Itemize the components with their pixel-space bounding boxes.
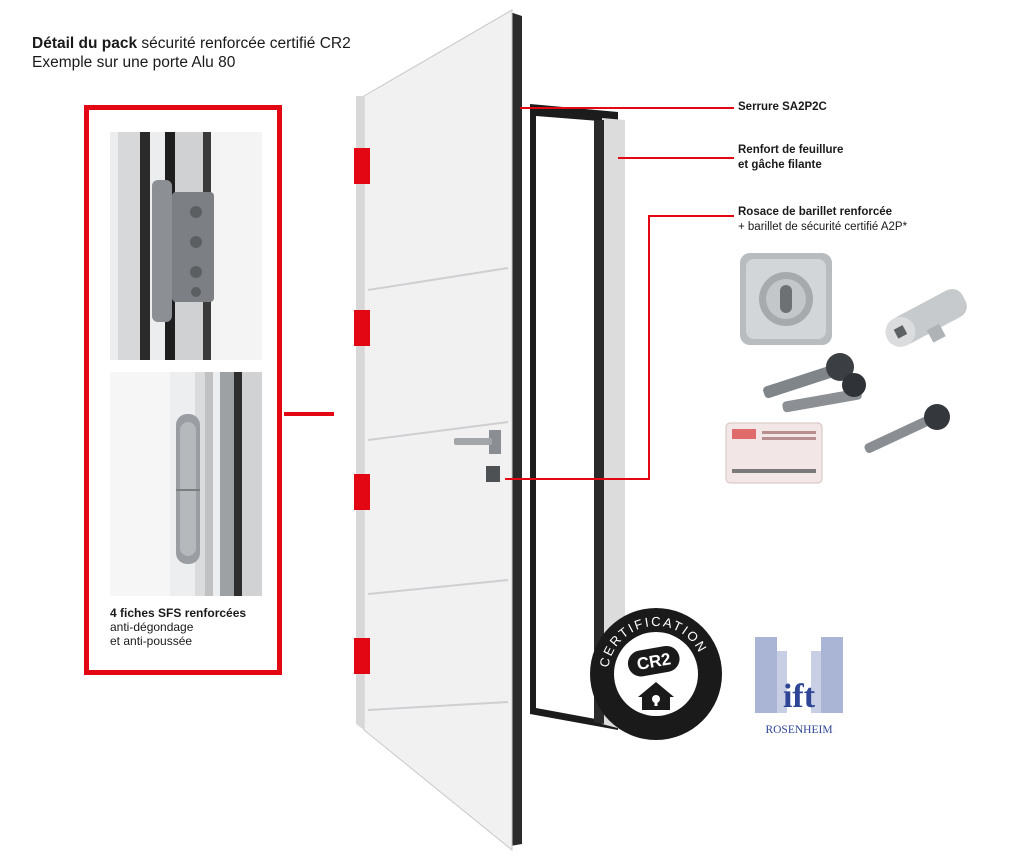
page-title: Détail du pack sécurité renforcée certif…: [32, 34, 351, 53]
hinge-marker-1: [354, 148, 370, 184]
hinge-marker-3: [354, 474, 370, 510]
hinge-bottom-illustration: [110, 372, 262, 596]
door-edge: [510, 12, 522, 846]
callout-rosette-title: Rosace de barillet renforcée: [738, 206, 893, 218]
door-frame-jamb: [602, 118, 625, 730]
hinge-photo-bottom: [110, 372, 262, 596]
hinge-caption-line3: et anti-poussée: [110, 634, 193, 648]
callout-rebate: Renfort de feuillure et gâche filante: [738, 143, 843, 173]
house-lock-icon: [638, 682, 674, 710]
door-cylinder-rose: [486, 466, 500, 482]
callout-rosette: Rosace de barillet renforcée + barillet …: [738, 205, 907, 235]
callout-rebate-line1: Renfort de feuillure: [738, 144, 844, 156]
ift-logo-city: ROSENHEIM: [765, 724, 832, 736]
security-kit-illustration: [725, 253, 967, 484]
door-handle-lever: [454, 438, 492, 445]
cylinder-icon: [885, 289, 967, 347]
hinge-detail-frame: [84, 105, 282, 675]
title-rest: sécurité renforcée certifié CR2: [141, 35, 351, 52]
hinge-caption-title: 4 fiches SFS renforcées: [110, 606, 247, 620]
title-bold: Détail du pack: [32, 35, 138, 52]
callout-line-rosette-v: [648, 215, 650, 479]
hinge-caption: 4 fiches SFS renforcées anti-dégondage e…: [110, 606, 246, 648]
ift-logo-text: ift: [783, 678, 816, 715]
callout-lock-label: Serrure SA2P2C: [738, 101, 827, 113]
callout-line-rosette-h1: [650, 215, 734, 217]
ift-logo-graphic: ift ROSENHEIM: [755, 637, 843, 741]
hinge-photo-top: [110, 132, 262, 360]
rosette-icon: [740, 253, 832, 345]
hinge-marker-2: [354, 310, 370, 346]
ift-rosenheim-logo: ift ROSENHEIM: [755, 637, 843, 741]
callout-lock: Serrure SA2P2C: [738, 100, 827, 115]
door-handle-rose: [489, 430, 501, 454]
cr2-certification-badge: CERTIFICATION CR2: [590, 608, 722, 740]
callout-line-lock: [520, 107, 734, 109]
page-subtitle: Exemple sur une porte Alu 80: [32, 54, 236, 71]
page-header: Détail du pack sécurité renforcée certif…: [32, 34, 351, 72]
door-illustration: [354, 9, 625, 852]
certificate-card-icon: [725, 422, 823, 484]
hinge-caption-line2: anti-dégondage: [110, 620, 194, 634]
callout-rebate-line2: et gâche filante: [738, 159, 822, 171]
hinge-connector-line: [284, 412, 334, 416]
callout-line-rosette-h2: [505, 478, 650, 480]
callout-line-rebate: [618, 157, 734, 159]
keys-icon: [763, 353, 950, 454]
hinge-top-illustration: [110, 132, 262, 360]
callout-rosette-subtitle: + barillet de sécurité certifié A2P*: [738, 221, 908, 233]
hinge-marker-4: [354, 638, 370, 674]
